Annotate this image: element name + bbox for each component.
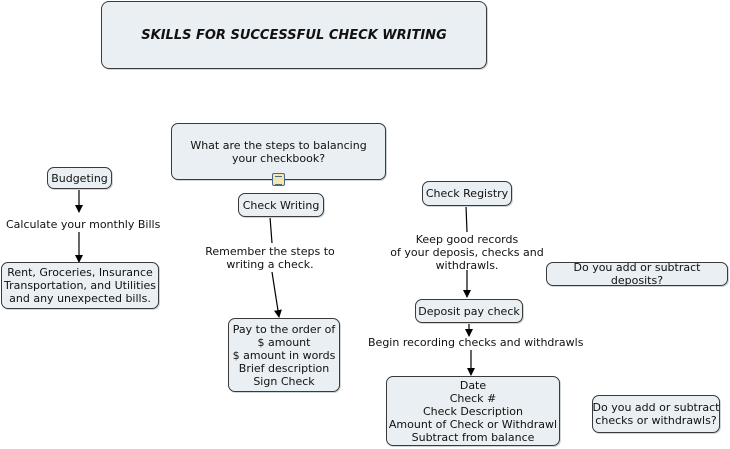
- bills-line-3: and any unexpected bills.: [9, 292, 151, 305]
- central-topic-line-1: What are the steps to balancing: [190, 138, 367, 152]
- question-checks[interactable]: Do you add or subtract checks or withdra…: [592, 395, 720, 433]
- relation-registry-line-1: Keep good records: [415, 233, 519, 246]
- relation-check-writing-line-2: writing a check.: [226, 258, 314, 271]
- question-deposits[interactable]: Do you add or subtract deposits?: [546, 261, 728, 287]
- relation-deposit: Begin recording checks and withdrawls: [368, 336, 584, 349]
- bills-line-2: Transportation, and Utilities: [3, 279, 156, 292]
- question-checks-line-1: Do you add or subtract: [592, 401, 720, 414]
- topic-registry-details[interactable]: Date Check # Check Description Amount of…: [386, 376, 560, 446]
- bills-line-1: Rent, Groceries, Insurance: [7, 266, 153, 279]
- relation-budgeting: Calculate your monthly Bills: [6, 218, 161, 231]
- check-step-1: Pay to the order of: [232, 322, 336, 336]
- note-icon[interactable]: [272, 173, 285, 186]
- page-title: SKILLS FOR SUCCESSFUL CHECK WRITING: [101, 1, 487, 69]
- question-deposits-text: Do you add or subtract deposits?: [573, 261, 701, 287]
- relation-registry-line-3: withdrawls.: [435, 259, 499, 272]
- topic-budgeting-label: Budgeting: [51, 171, 108, 185]
- check-step-2: $ amount: [257, 335, 311, 349]
- relation-check-writing-line-1: Remember the steps to: [205, 245, 335, 258]
- central-topic[interactable]: What are the steps to balancing your che…: [171, 123, 386, 180]
- topic-check-writing[interactable]: Check Writing: [238, 193, 324, 217]
- connector-checkwriting-to-label: [269, 216, 273, 244]
- connector-label-to-check-steps: [271, 271, 282, 318]
- topic-check-steps[interactable]: Pay to the order of $ amount $ amount in…: [228, 318, 340, 392]
- topic-check-registry[interactable]: Check Registry: [422, 181, 512, 206]
- check-step-5: Sign Check: [253, 374, 315, 388]
- topic-check-writing-label: Check Writing: [242, 198, 320, 212]
- title-text: SKILLS FOR SUCCESSFUL CHECK WRITING: [141, 27, 447, 43]
- topic-budgeting[interactable]: Budgeting: [47, 167, 112, 189]
- registry-detail-4: Amount of Check or Withdrawl: [388, 417, 558, 431]
- topic-check-registry-label: Check Registry: [425, 187, 509, 200]
- topic-deposit-label: Deposit pay check: [418, 304, 520, 318]
- question-checks-line-2: checks or withdrawls?: [595, 414, 717, 427]
- registry-detail-3: Check Description: [423, 404, 523, 418]
- relation-check-writing: Remember the steps to writing a check.: [205, 245, 335, 271]
- relation-check-registry: Keep good records of your deposis, check…: [385, 233, 549, 272]
- topic-budget-bills[interactable]: Rent, Groceries, Insurance Transportatio…: [1, 262, 159, 309]
- check-step-3: $ amount in words: [232, 348, 336, 362]
- registry-detail-1: Date: [459, 378, 487, 392]
- topic-deposit-pay-check[interactable]: Deposit pay check: [415, 299, 523, 323]
- central-topic-line-2: your checkbook?: [231, 151, 326, 165]
- check-step-4: Brief description: [238, 361, 330, 375]
- registry-detail-2: Check #: [449, 391, 497, 405]
- registry-detail-5: Subtract from balance: [411, 430, 535, 444]
- relation-registry-line-2: of your deposis, checks and: [390, 246, 544, 259]
- connector-registry-to-label: [465, 205, 468, 233]
